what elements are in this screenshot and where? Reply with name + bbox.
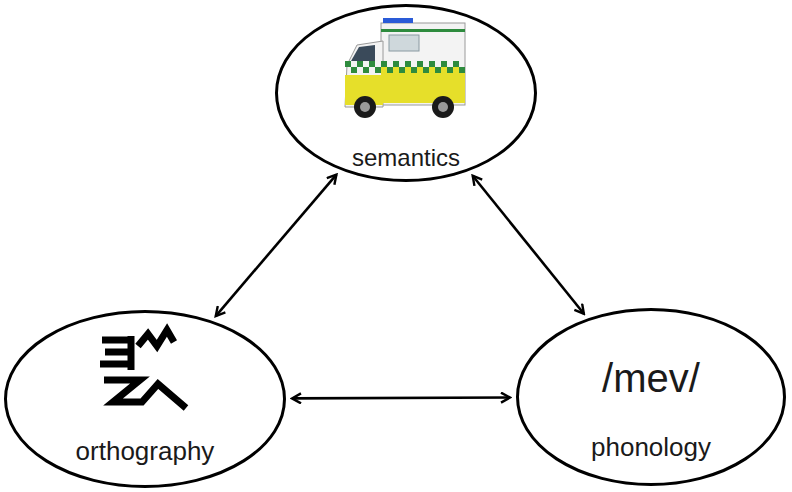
- semantics-node: semantics: [275, 4, 537, 182]
- double-arrow: [216, 175, 337, 317]
- orthography-node: orthography: [4, 310, 286, 488]
- double-arrow: [473, 176, 584, 314]
- phonology-node: /mev/phonology: [516, 308, 786, 486]
- node-label: orthography: [76, 436, 215, 467]
- node-label: semantics: [352, 144, 460, 173]
- ellipse-border: [6, 312, 285, 487]
- ambulance-illustration: [345, 18, 465, 118]
- node-label: phonology: [591, 432, 711, 463]
- ellipse-border: [277, 6, 536, 181]
- double-arrow: [292, 396, 510, 399]
- ellipse-border: [518, 310, 785, 485]
- script-glyph: [100, 330, 186, 408]
- phonology-transcription: /mev/: [602, 354, 700, 402]
